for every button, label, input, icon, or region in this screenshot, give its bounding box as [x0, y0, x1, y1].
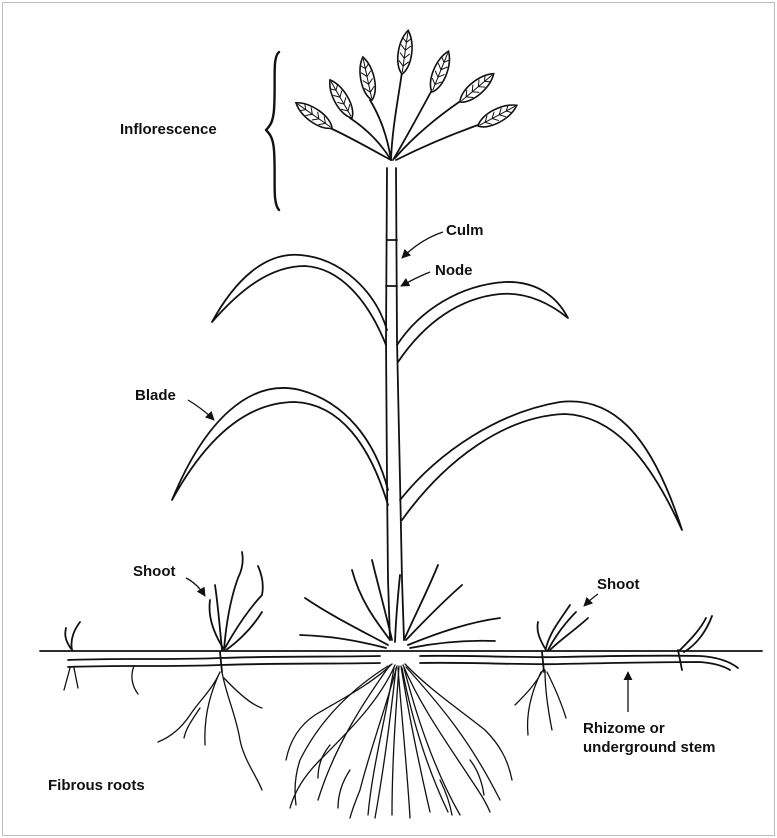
rhizome-label-line2: underground stem: [583, 739, 716, 757]
fibrous-roots-main: [286, 664, 512, 818]
node-arrow: [401, 272, 430, 286]
inflorescence-label: Inflorescence: [120, 121, 217, 139]
shoot-left-arrow: [186, 578, 205, 596]
culm-label: Culm: [446, 222, 484, 240]
inflorescence: [292, 29, 520, 160]
culm: [386, 168, 404, 640]
blade-label: Blade: [135, 387, 176, 405]
rhizome: [68, 650, 738, 672]
left-shoot: [158, 552, 263, 790]
node-label: Node: [435, 262, 473, 280]
leaf-blades: [172, 255, 682, 530]
rhizome-label-line1: Rhizome or: [583, 720, 665, 738]
blade-arrow: [188, 400, 214, 420]
shoot-right-label: Shoot: [597, 576, 640, 594]
right-rhizome-tip: [680, 616, 712, 652]
left-rhizome-tip: [64, 622, 138, 694]
fibrous-roots-label: Fibrous roots: [48, 777, 145, 795]
basal-tuft: [300, 560, 500, 648]
right-shoot: [515, 605, 588, 735]
shoot-right-arrow: [584, 594, 598, 606]
culm-arrow: [402, 232, 443, 258]
shoot-left-label: Shoot: [133, 563, 176, 581]
inflorescence-bracket: [266, 52, 279, 210]
